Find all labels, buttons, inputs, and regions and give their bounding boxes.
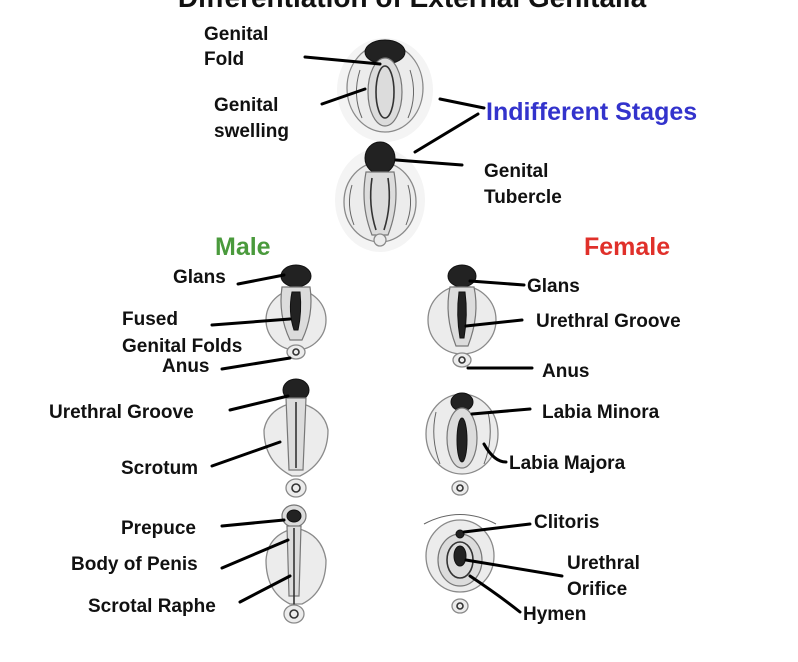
label-fused-genital-folds: Fused Genital Folds [122,309,242,357]
male-stage-3-illustration [265,504,327,624]
label-female-anus: Anus [542,361,590,382]
leader-labia-minora [470,407,532,416]
leader-hymen [468,574,522,614]
female-stage-3-illustration [423,514,497,614]
male-stage-1-illustration [265,264,327,360]
leader-scrotum [210,440,282,468]
leader-clitoris [462,522,532,534]
label-urethral-orifice: Urethral Orifice [567,553,645,600]
leader-body-of-penis [220,538,290,570]
leader-indifferent-1 [438,97,486,110]
label-genital-tubercle: Genital Tubercle [484,161,562,208]
leader-indifferent-2 [413,112,480,154]
leader-male-urethral-groove [228,394,290,412]
leader-lines [210,55,564,614]
label-scrotal-raphe: Scrotal Raphe [88,596,216,617]
leader-male-glans [236,273,286,286]
leader-urethral-orifice [464,558,564,578]
label-prepuce: Prepuce [121,518,196,539]
leader-female-urethral-groove [464,318,524,328]
female-stage-1-illustration [427,264,497,368]
indifferent-stage-2-illustration [335,141,425,252]
leader-genital-swelling [320,87,367,106]
label-female-glans: Glans [527,276,580,297]
leader-genital-tubercle [394,158,464,167]
leader-male-anus [220,356,292,371]
heading-female: Female [584,233,670,261]
leader-genital-fold [303,55,382,66]
heading-male: Male [215,233,271,261]
label-male-anus: Anus [162,356,210,377]
label-female-urethral-groove: Urethral Groove [536,311,681,332]
label-hymen: Hymen [523,604,586,625]
label-genital-fold: Genital Fold [204,24,274,70]
label-clitoris: Clitoris [534,512,599,533]
heading-indifferent-stages: Indifferent Stages [486,98,697,126]
indifferent-stage-1-illustration [337,38,433,142]
leader-scrotal-raphe [238,574,292,604]
leader-labia-majora [482,442,508,464]
label-genital-swelling: Genital swelling [214,95,289,142]
diagram-title: Differentiation of External Genitalia [178,0,647,13]
label-labia-majora: Labia Majora [509,453,626,474]
leader-prepuce [220,518,286,528]
label-male-glans: Glans [173,267,226,288]
label-scrotum: Scrotum [121,458,198,479]
leader-female-glans [468,279,526,287]
label-body-of-penis: Body of Penis [71,554,198,575]
male-stage-2-illustration [263,378,329,498]
label-labia-minora: Labia Minora [542,402,660,423]
label-male-urethral-groove: Urethral Groove [49,402,194,423]
female-stage-2-illustration [425,392,499,496]
leader-fused-folds [210,317,292,327]
